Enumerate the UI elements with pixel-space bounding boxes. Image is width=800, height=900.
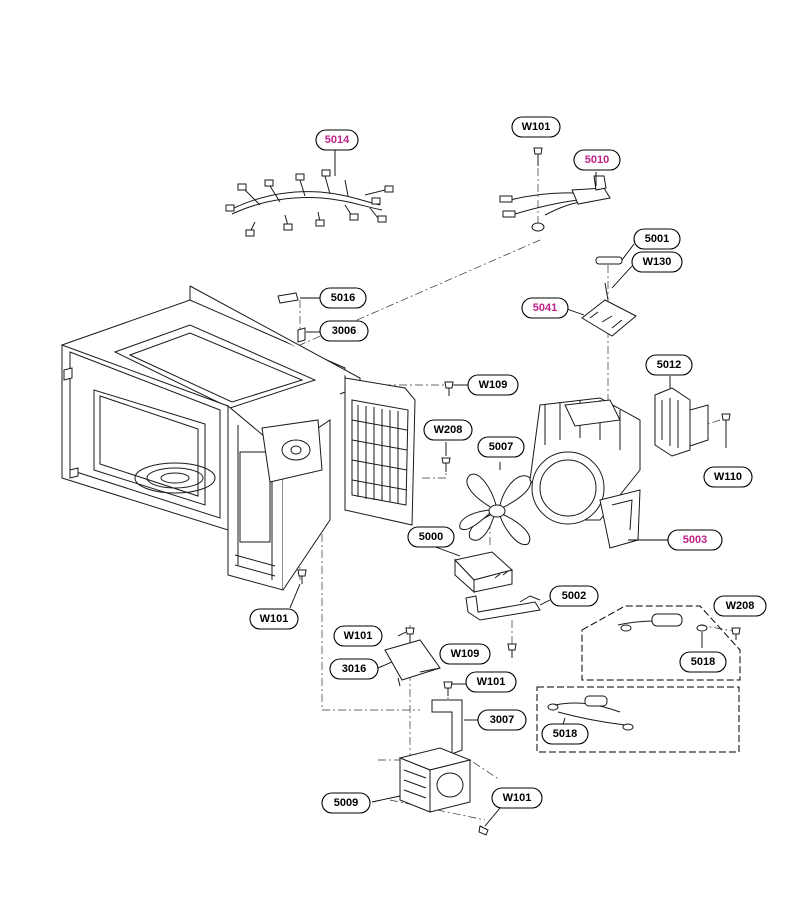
callout-5018-upper: 5018: [679, 651, 727, 673]
option-box-5018-lower: [536, 686, 740, 753]
callout-5007: 5007: [477, 436, 525, 458]
callout-5002: 5002: [549, 585, 599, 607]
callout-w130: W130: [631, 251, 683, 273]
screw-w109-low: [507, 643, 517, 658]
fan-duct-5003: [529, 397, 668, 549]
callout-5018-lower: 5018: [541, 723, 589, 745]
capacitor-5000: [429, 544, 514, 594]
callout-5000: 5000: [407, 526, 455, 548]
screw-w101-top: [533, 147, 543, 166]
svg-text:W109: W109: [479, 379, 508, 391]
svg-text:W109: W109: [451, 648, 480, 660]
screw-w208-right: [731, 627, 741, 640]
callout-3006: 3006: [319, 320, 369, 342]
callout-w101-low: W101: [465, 671, 517, 693]
callout-3007: 3007: [477, 709, 527, 731]
svg-text:W208: W208: [726, 600, 755, 612]
bracket-3007: [431, 699, 478, 755]
svg-text:3007: 3007: [490, 714, 514, 726]
fan-blade-5007: [459, 462, 532, 546]
svg-text:5009: 5009: [334, 797, 358, 809]
callout-5001: 5001: [633, 228, 681, 250]
callout-5016: 5016: [319, 287, 367, 309]
svg-text:5018: 5018: [553, 728, 577, 740]
callout-w101-bottom: W101: [491, 787, 543, 809]
screw-w101-low: [443, 681, 466, 696]
svg-text:5012: 5012: [657, 359, 681, 371]
callout-3016: 3016: [329, 658, 379, 680]
svg-text:3006: 3006: [332, 325, 356, 337]
callout-5014: 5014: [315, 129, 359, 151]
screw-w101-left: [289, 569, 307, 609]
svg-text:W101: W101: [260, 613, 289, 625]
callout-5009: 5009: [321, 792, 371, 814]
svg-text:W101: W101: [344, 630, 373, 642]
svg-text:W130: W130: [643, 256, 672, 268]
svg-text:5007: 5007: [489, 441, 513, 453]
option-box-5018-upper: [581, 605, 741, 681]
screw-w101-bottom: [478, 807, 501, 836]
svg-text:W208: W208: [434, 424, 463, 436]
callout-w109-low: W109: [439, 643, 491, 665]
callout-w101-mid: W101: [333, 625, 383, 647]
wire-harness-5014: [225, 148, 394, 237]
side-panel-mesh: [344, 377, 416, 526]
svg-text:5041: 5041: [533, 302, 557, 314]
bracket-5002: [465, 595, 551, 621]
screw-w130: [604, 265, 633, 301]
screw-w208-mid: [441, 442, 451, 472]
callout-w109-top: W109: [467, 374, 519, 396]
callouts: 5014 W101 5010 5001 W130 5041 5016 3006 …: [249, 116, 767, 814]
svg-text:5002: 5002: [562, 590, 586, 602]
svg-text:5018: 5018: [691, 656, 715, 668]
callout-w208-right: W208: [713, 595, 767, 617]
svg-text:W101: W101: [522, 121, 551, 133]
screw-w110: [721, 413, 731, 448]
thermostat-5012: [654, 376, 709, 457]
svg-text:3016: 3016: [342, 663, 366, 675]
fuse-5001: [595, 243, 635, 265]
callout-5012: 5012: [645, 354, 693, 376]
callout-w208-mid: W208: [423, 419, 473, 441]
svg-text:5014: 5014: [325, 134, 350, 146]
callout-w110: W110: [703, 466, 753, 488]
callout-w101-top: W101: [511, 116, 561, 138]
callout-5003: 5003: [667, 529, 723, 551]
svg-text:5001: 5001: [645, 233, 669, 245]
screw-w101-mid: [397, 627, 415, 642]
svg-text:5003: 5003: [683, 534, 707, 546]
oven-cavity: [61, 285, 361, 591]
svg-text:5010: 5010: [585, 154, 609, 166]
svg-text:W110: W110: [714, 471, 742, 483]
svg-text:W101: W101: [477, 676, 506, 688]
callout-5010: 5010: [573, 149, 621, 171]
door-switch-wire-5010: [499, 172, 611, 232]
svg-text:5016: 5016: [331, 292, 355, 304]
bracket-3016: [377, 639, 441, 687]
callout-5041: 5041: [521, 297, 569, 319]
screw-w109-top: [444, 381, 468, 396]
noise-filter-board-5041: [563, 299, 637, 337]
callout-w101-left: W101: [249, 608, 299, 630]
svg-text:W101: W101: [503, 792, 532, 804]
magnetron-5009: [371, 747, 472, 813]
svg-text:5000: 5000: [419, 531, 443, 543]
